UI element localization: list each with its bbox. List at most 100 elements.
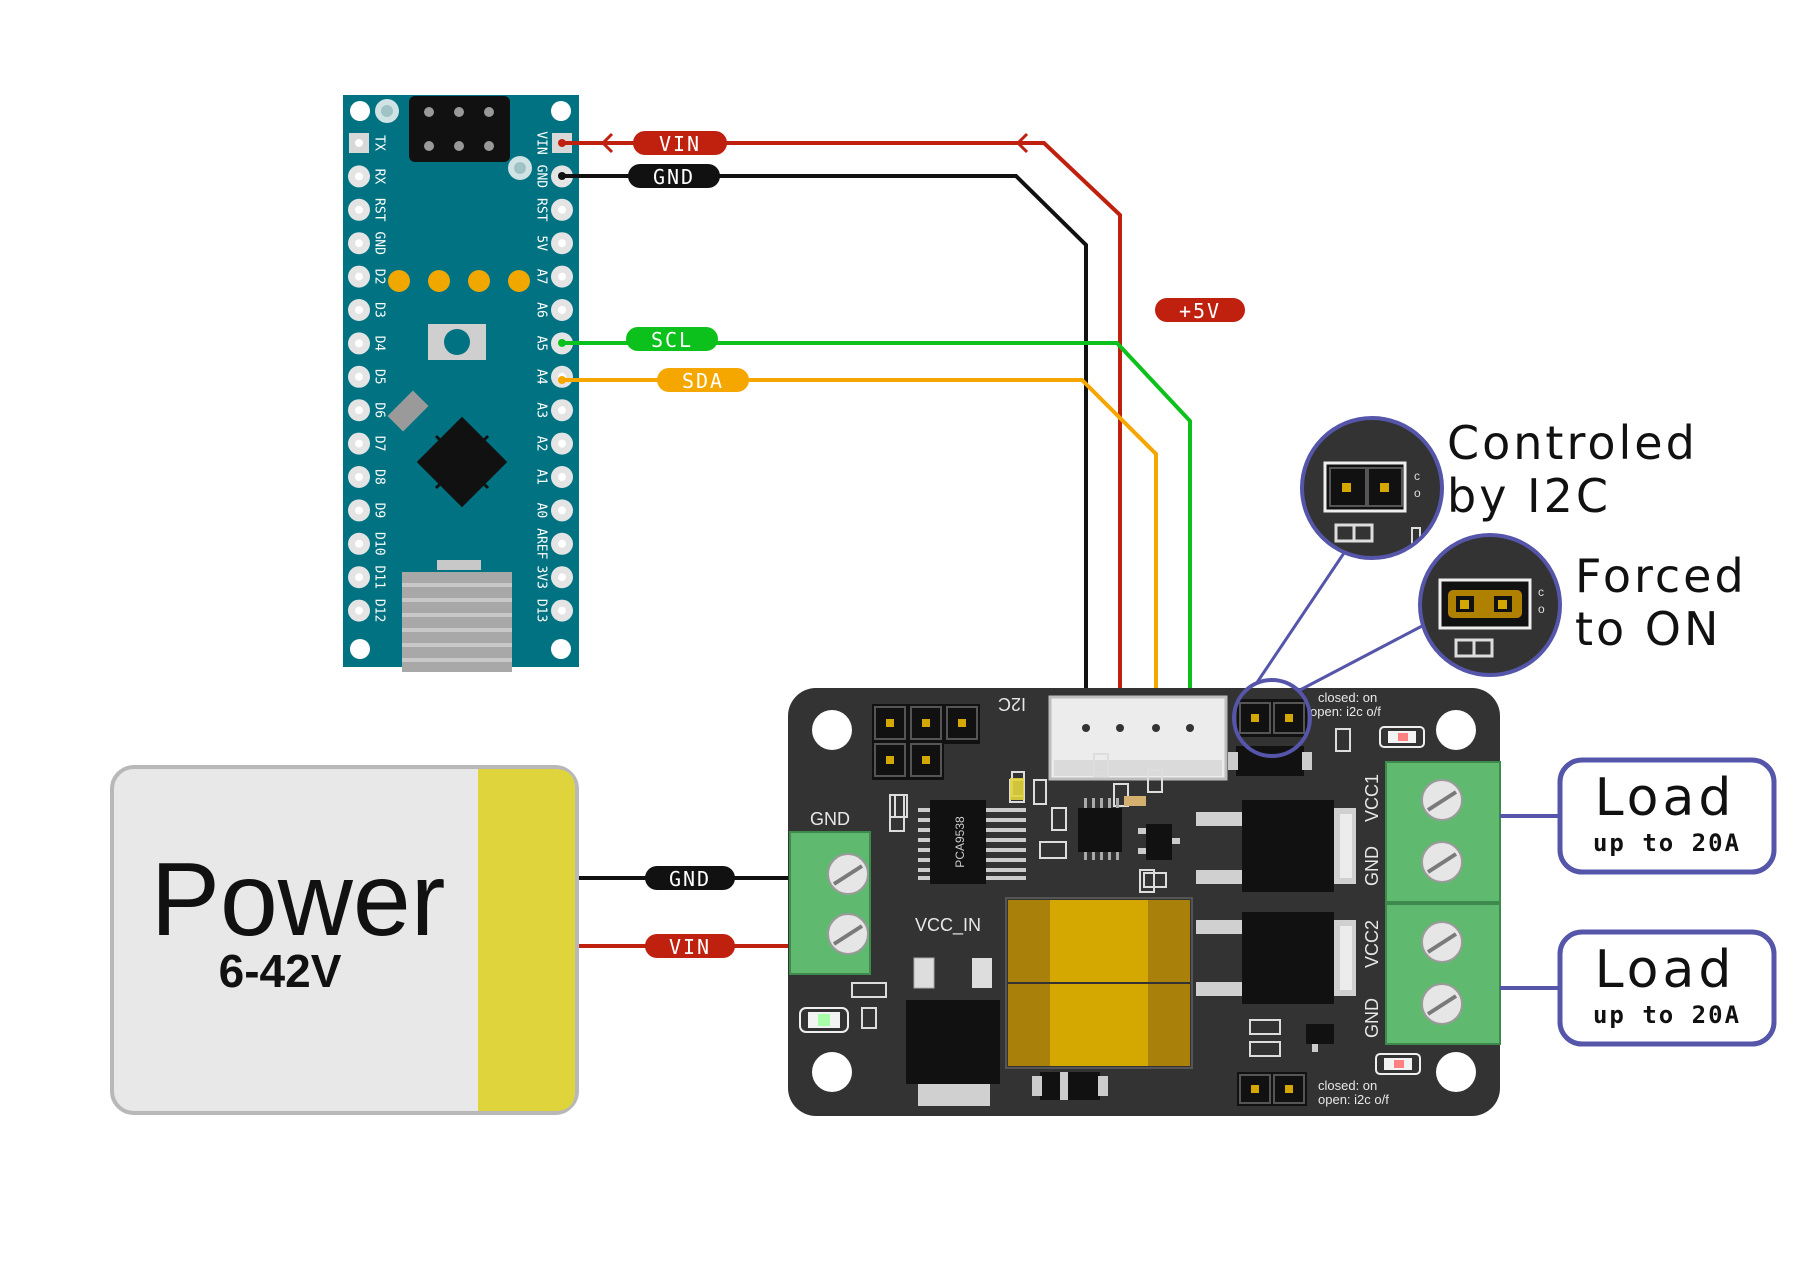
right-pin-label-10: A1 — [534, 469, 549, 485]
jumper-top-note-line1: closed: on — [1318, 690, 1377, 705]
svg-text:o: o — [1538, 602, 1545, 616]
svg-text:+5V: +5V — [1179, 299, 1221, 323]
power-voltage: 6-42V — [219, 945, 342, 997]
left-pin-hole-12 — [355, 539, 363, 548]
right-pin-label-8: A3 — [534, 402, 549, 418]
left-pin-hole-0 — [355, 139, 363, 147]
right-pin-hole-2 — [558, 205, 566, 214]
svg-text:GND: GND — [653, 165, 695, 189]
left-pin-hole-6 — [355, 339, 363, 348]
left-pin-label-9: D7 — [372, 436, 387, 452]
left-pin-hole-13 — [355, 573, 363, 582]
right-pin-label-3: 5V — [534, 235, 549, 251]
vcc-in-label: VCC_IN — [915, 915, 981, 936]
right-pin-label-1: GND — [534, 165, 549, 189]
jumper-bottom-note-line2: open: i2c o/f — [1318, 1092, 1389, 1107]
left-pin-label-10: D8 — [372, 469, 387, 485]
wire-scl — [562, 341, 1192, 728]
callout-controlled-line2: by I2C — [1447, 469, 1611, 523]
svg-text:SDA: SDA — [682, 369, 724, 393]
gnd-input-label: GND — [810, 809, 850, 829]
right-pin-hole-9 — [558, 439, 566, 448]
jumper-bottom-note-line1: closed: on — [1318, 1078, 1377, 1093]
jumper-callouts: c o c o Controled by I2C Forced to ON — [1232, 416, 1747, 758]
gnd2-label: GND — [1362, 998, 1382, 1038]
left-pin-hole-8 — [355, 406, 363, 415]
right-pin-label-14: D13 — [534, 599, 549, 622]
left-pin-hole-2 — [355, 205, 363, 214]
left-pin-label-14: D12 — [372, 599, 387, 622]
jumper-top-note-line2: open: i2c o/f — [1310, 704, 1381, 719]
left-pin-hole-1 — [355, 172, 363, 181]
load-1-rating: up to 20A — [1593, 829, 1741, 857]
load-2-rating: up to 20A — [1593, 1001, 1741, 1029]
left-pin-label-6: D4 — [372, 336, 387, 352]
wire-gnd — [562, 174, 1088, 728]
right-pin-label-11: A0 — [534, 503, 549, 519]
svg-text:VIN: VIN — [659, 132, 701, 156]
callout-controlled-line1: Controled — [1447, 416, 1698, 470]
right-pin-hole-4 — [558, 272, 566, 281]
right-pin-hole-13 — [558, 573, 566, 582]
svg-text:c: c — [1538, 585, 1544, 599]
wire-vin — [562, 141, 1122, 728]
left-pin-label-2: RST — [372, 198, 387, 222]
right-pin-hole-8 — [558, 406, 566, 415]
tag-vin-power: VIN — [645, 934, 735, 959]
output-screws — [1421, 779, 1463, 1025]
svg-text:c: c — [1414, 469, 1420, 483]
left-pin-hole-7 — [355, 372, 363, 381]
svg-text:VIN: VIN — [669, 935, 711, 959]
tag-gnd-top: GND — [628, 164, 720, 189]
power-title: Power — [151, 842, 446, 958]
gnd1-label: GND — [1362, 846, 1382, 886]
right-pin-hole-14 — [558, 606, 566, 615]
load-2-title: Load — [1595, 940, 1736, 1000]
right-pin-hole-5 — [558, 306, 566, 314]
right-pin-hole-12 — [558, 539, 566, 548]
right-pin-label-5: A6 — [534, 302, 549, 318]
vin-arrows — [600, 132, 1029, 154]
right-pin-label-12: AREF — [534, 528, 549, 559]
right-pin-label-6: A5 — [534, 336, 549, 352]
left-pin-hole-11 — [355, 506, 363, 515]
right-pin-label-2: RST — [534, 198, 549, 222]
right-pin-label-4: A7 — [534, 269, 549, 285]
power-supply: Power 6-42V — [110, 765, 579, 1115]
right-pin-hole-10 — [558, 473, 566, 481]
svg-text:GND: GND — [669, 867, 711, 891]
right-pin-label-0: VIN — [534, 131, 549, 154]
tag-vin-top: VIN — [633, 131, 727, 156]
right-pin-hole-3 — [558, 239, 566, 248]
i2c-label: I2C — [998, 694, 1026, 714]
left-pin-label-3: GND — [372, 231, 387, 255]
right-pin-label-13: 3V3 — [534, 565, 549, 588]
tag-scl: SCL — [626, 327, 718, 352]
tag-sda: SDA — [657, 368, 749, 393]
left-pin-label-0: TX — [372, 135, 387, 151]
left-pin-hole-5 — [355, 306, 363, 314]
left-pin-label-12: D10 — [372, 532, 387, 555]
svg-text:o: o — [1414, 486, 1421, 500]
vcc2-label: VCC2 — [1362, 920, 1382, 968]
left-pin-hole-3 — [355, 239, 363, 248]
right-pin-label-7: A4 — [534, 369, 549, 385]
callout-forced-line2: to ON — [1575, 602, 1721, 656]
vcc1-label: VCC1 — [1362, 774, 1382, 822]
left-pin-label-7: D5 — [372, 369, 387, 385]
callout-forced-line1: Forced — [1575, 549, 1747, 603]
left-pin-label-11: D9 — [371, 503, 386, 519]
left-pin-label-4: D2 — [372, 269, 387, 285]
load-1: Load up to 20A — [1500, 757, 1777, 875]
left-pin-hole-14 — [355, 606, 363, 615]
load-1-title: Load — [1595, 768, 1736, 828]
left-pin-label-1: RX — [372, 169, 387, 185]
tag-gnd-power: GND — [645, 866, 735, 891]
left-pin-hole-4 — [355, 272, 363, 281]
left-pin-label-13: D11 — [372, 565, 387, 588]
load-switch-board: I2C closed: on open: i2c o/f PCA9538 — [788, 688, 1501, 1116]
left-pin-label-5: D3 — [372, 302, 387, 318]
wire-sda — [562, 378, 1158, 728]
left-pin-label-8: D6 — [372, 402, 387, 418]
